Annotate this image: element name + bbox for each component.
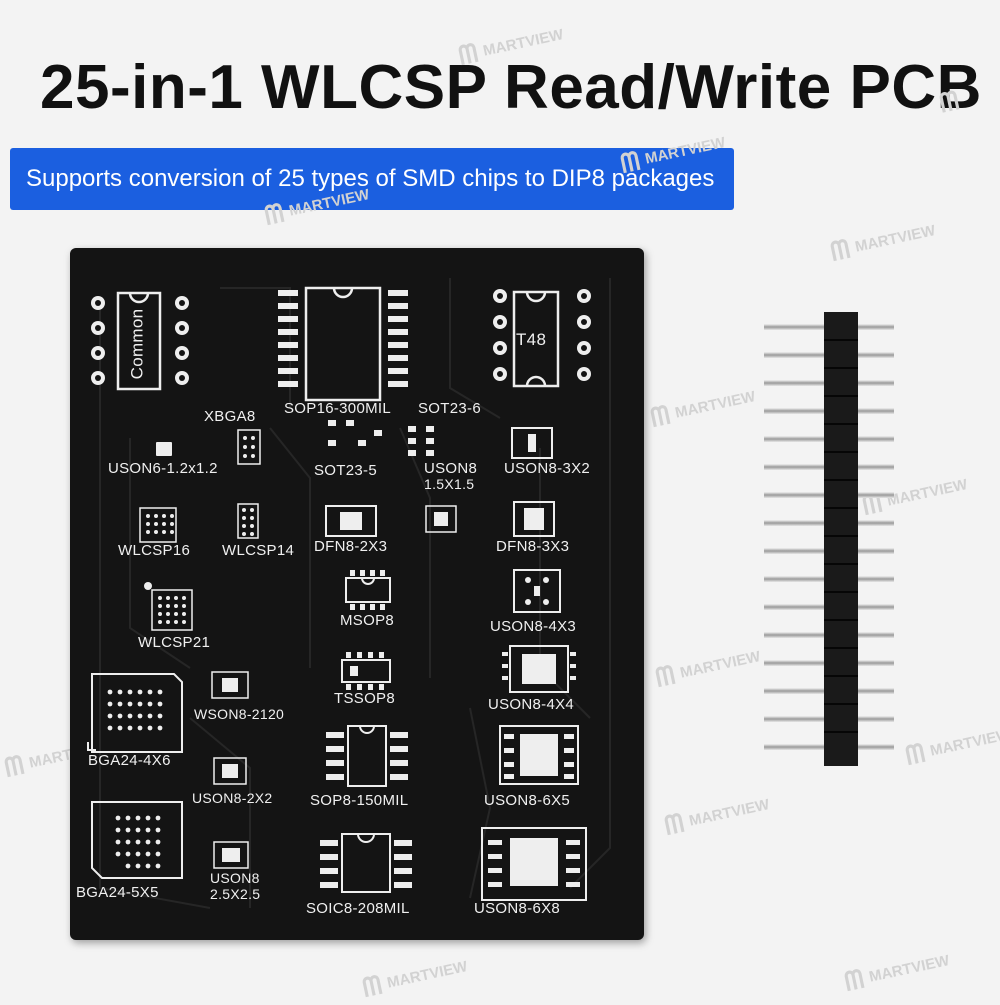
label-sot23-5: SOT23-5 xyxy=(314,462,377,479)
label-dfn8-3x3: DFN8-3X3 xyxy=(496,538,570,555)
label-bga24-5x5: BGA24-5X5 xyxy=(76,884,159,901)
martview-logo-icon: ᗰ xyxy=(827,233,853,267)
page-title: 25-in-1 WLCSP Read/Write PCB xyxy=(40,53,982,122)
martview-logo-icon: ᗰ xyxy=(359,969,385,1003)
watermark: ᗰMARTVIEW xyxy=(647,388,757,433)
pin-header-artwork xyxy=(764,312,894,766)
martview-logo-icon: ᗰ xyxy=(647,399,673,433)
pcb-board: Common T48 SOP16-300MIL SOT23-6 XBGA8 US… xyxy=(70,248,644,940)
watermark: ᗰMARTVIEW xyxy=(652,648,762,693)
watermark: ᗰMARTVIEW xyxy=(661,796,771,841)
martview-logo-icon: ᗰ xyxy=(841,963,867,997)
label-sot23-6: SOT23-6 xyxy=(418,400,481,417)
label-xbga8: XBGA8 xyxy=(204,408,256,425)
pin-header xyxy=(764,312,894,766)
subtitle-banner: Supports conversion of 25 types of SMD c… xyxy=(10,148,734,210)
label-tssop8: TSSOP8 xyxy=(334,690,395,707)
label-uson8-4x3: USON8-4X3 xyxy=(490,618,577,635)
martview-logo-icon: ᗰ xyxy=(661,807,687,841)
martview-logo-icon: ᗰ xyxy=(902,737,928,771)
label-uson8-2.5-size: 2.5X2.5 xyxy=(210,886,261,902)
label-uson6: USON6-1.2x1.2 xyxy=(108,460,218,477)
label-uson8-1.5-size: 1.5X1.5 xyxy=(424,476,475,492)
label-sop8: SOP8-150MIL xyxy=(310,792,409,809)
label-wlcsp14: WLCSP14 xyxy=(222,542,295,559)
martview-logo-icon: ᗰ xyxy=(652,659,678,693)
label-soic8: SOIC8-208MIL xyxy=(306,900,410,917)
label-uson8-6x5: USON8-6X5 xyxy=(484,792,571,809)
label-dfn8-2x3: DFN8-2X3 xyxy=(314,538,388,555)
label-bga24-4x6: BGA24-4X6 xyxy=(88,752,171,769)
watermark: ᗰMARTVIEW xyxy=(827,222,937,267)
label-wson8: WSON8-2120 xyxy=(194,706,285,722)
label-uson8-2x2: USON8-2X2 xyxy=(192,790,273,806)
martview-logo-icon: ᗰ xyxy=(261,197,287,231)
label-common: Common xyxy=(127,308,147,380)
label-uson8-1.5: USON8 xyxy=(424,460,478,477)
label-wlcsp21: WLCSP21 xyxy=(138,634,211,651)
watermark: ᗰMARTVIEW xyxy=(359,958,469,1003)
label-uson8-3x2: USON8-3X2 xyxy=(504,460,591,477)
label-uson8-6x8: USON8-6X8 xyxy=(474,900,561,917)
martview-logo-icon: ᗰ xyxy=(1,749,27,783)
watermark: ᗰMARTVIEW xyxy=(902,726,1000,771)
watermark: ᗰMARTVIEW xyxy=(841,952,951,997)
label-wlcsp16: WLCSP16 xyxy=(118,542,191,559)
pcb-artwork xyxy=(87,278,611,909)
label-sop16: SOP16-300MIL xyxy=(284,400,391,417)
label-t48: T48 xyxy=(516,330,547,349)
label-uson8-4x4: USON8-4X4 xyxy=(488,696,575,713)
label-msop8: MSOP8 xyxy=(340,612,395,629)
label-uson8-2.5: USON8 xyxy=(210,870,260,886)
